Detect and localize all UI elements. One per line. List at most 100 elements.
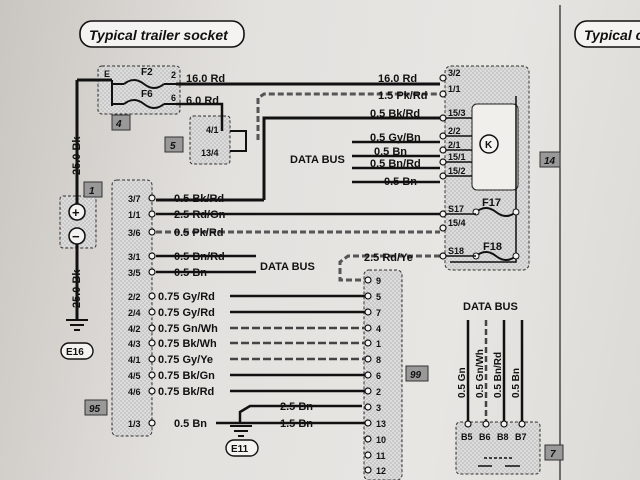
socket-number: 99 bbox=[410, 370, 422, 381]
module-left-pin-label: 4/1 bbox=[128, 355, 141, 365]
module-right-pin-node bbox=[439, 90, 447, 98]
fusebox-terminal-e: E bbox=[104, 69, 110, 79]
fusebox-number: 4 bbox=[115, 119, 122, 130]
fusebox: E F2 F6 2 6 bbox=[97, 65, 181, 115]
fuse-f18-label: F18 bbox=[483, 241, 502, 253]
trailer-socket bbox=[363, 269, 403, 480]
module-left-wire-label: 0.75 Gn/Wh bbox=[158, 323, 218, 335]
module-right-pin-label: 2/1 bbox=[448, 140, 461, 150]
wire-05gybn-label: 0.5 Gy/Bn bbox=[370, 132, 421, 144]
connector-wire-label: 0.5 Bn/Rd bbox=[493, 352, 504, 398]
socket-pin-label: 2 bbox=[376, 387, 381, 397]
module-left-pin-node bbox=[148, 228, 156, 236]
socket-pin-label: 8 bbox=[376, 355, 381, 365]
socket-number-tag bbox=[405, 365, 429, 382]
wire-6rd bbox=[176, 102, 224, 131]
earth-top-symbol bbox=[66, 319, 88, 331]
module-right-pin-label: 2/2 bbox=[448, 126, 461, 136]
module-left-wire-label: 0.75 Bk/Rd bbox=[158, 386, 214, 398]
fuse-f2-label: F2 bbox=[141, 67, 153, 78]
earth-e11-box bbox=[225, 439, 259, 457]
module-right-number-tag bbox=[539, 151, 561, 168]
relay-pin-b: 13/4 bbox=[201, 148, 219, 158]
module-left-wire-label: 0.5 Bk/Rd bbox=[174, 193, 224, 205]
module-left-wire-label: 0.5 Bn bbox=[174, 418, 207, 430]
module-left-pin-node bbox=[148, 210, 156, 218]
module-left-pin-node bbox=[148, 387, 156, 395]
module-left-wire-label: 2.5 Rd/Gn bbox=[174, 209, 226, 221]
wire-6rd-label: 6.0 Rd bbox=[186, 95, 219, 107]
fuse-f6-label: F6 bbox=[141, 89, 153, 100]
socket-pin-node bbox=[364, 292, 372, 300]
socket-pin-node bbox=[364, 466, 372, 474]
earth-e16-box bbox=[60, 342, 94, 360]
module-right-pin-label: 3/2 bbox=[448, 68, 461, 78]
module-left-wire-label: 0.5 Pk/Rd bbox=[174, 227, 224, 239]
connector-pin-node bbox=[518, 420, 526, 428]
socket-pin-node bbox=[364, 339, 372, 347]
module-left-pin-node bbox=[148, 419, 156, 427]
module-left-wire-label: 0.5 Bn/Rd bbox=[174, 251, 225, 263]
module-left-pin-label: 4/5 bbox=[128, 371, 141, 381]
socket-pin-label: 9 bbox=[376, 276, 381, 286]
battery-plus: + bbox=[72, 205, 80, 220]
socket-pin-node bbox=[364, 451, 372, 459]
connector-right bbox=[455, 421, 541, 475]
wire-25bk-bottom: 25.0 Bk bbox=[71, 269, 83, 308]
module-left-pin-node bbox=[148, 371, 156, 379]
socket-pin-node bbox=[364, 371, 372, 379]
wire-05bn-b-label: 0.5 Bn bbox=[384, 176, 417, 188]
module-right-pin-node bbox=[439, 252, 447, 260]
battery-number-tag bbox=[83, 181, 103, 198]
socket-pin-label: 1 bbox=[376, 339, 381, 349]
module-right-pin-label: S18 bbox=[448, 246, 464, 256]
socket-pin-node bbox=[364, 419, 372, 427]
battery-number: 1 bbox=[89, 186, 95, 197]
socket-pin-label: 5 bbox=[376, 292, 381, 302]
module-left-pin-label: 4/3 bbox=[128, 339, 141, 349]
socket-pin-label: 12 bbox=[376, 466, 386, 476]
data-bus-top-label: DATA BUS bbox=[290, 154, 345, 166]
page-title-right: Typical c bbox=[584, 27, 640, 43]
connector-pin-label: B5 bbox=[461, 432, 473, 442]
module-right-pin-label: S17 bbox=[448, 204, 464, 214]
module-left-pin-node bbox=[148, 324, 156, 332]
battery-minus: − bbox=[72, 229, 80, 244]
connector-wire-label: 0.5 Bn bbox=[511, 368, 522, 398]
module-left-wire-label: 0.75 Bk/Gn bbox=[158, 370, 215, 382]
data-bus-right-label: DATA BUS bbox=[463, 301, 518, 313]
module-left-wire-label: 0.75 Gy/Ye bbox=[158, 354, 213, 366]
module-left-pin-label: 3/5 bbox=[128, 268, 141, 278]
module-left-pin-label: 2/4 bbox=[128, 308, 141, 318]
module-left-pin-node bbox=[148, 268, 156, 276]
module-right-pin-label: 15/4 bbox=[448, 218, 466, 228]
relay-number-tag bbox=[164, 136, 184, 153]
module-left bbox=[111, 179, 153, 437]
k-symbol-label: K bbox=[485, 140, 493, 151]
fusebox-pin-2: 2 bbox=[171, 70, 176, 80]
module-left-pin-label: 3/1 bbox=[128, 252, 141, 262]
connector-pin-node bbox=[500, 420, 508, 428]
relay-pin-a: 4/1 bbox=[206, 125, 219, 135]
wire-25rdye bbox=[338, 254, 440, 282]
module-right-pin-node bbox=[439, 74, 447, 82]
wire-16rd-left-label: 16.0 Rd bbox=[186, 73, 225, 85]
module-right-number: 14 bbox=[544, 156, 556, 167]
module-right-pin-label: 15/2 bbox=[448, 166, 466, 176]
module-left-pin-label: 1/3 bbox=[128, 419, 141, 429]
module-right-pin-label: 1/1 bbox=[448, 84, 461, 94]
fusebox-number-tag bbox=[111, 114, 131, 131]
wire-16rd-right-label: 16.0 Rd bbox=[378, 73, 417, 85]
k-symbol bbox=[479, 134, 499, 154]
wire-05bkrd-top bbox=[262, 116, 440, 200]
connector-switch-symbol bbox=[478, 457, 520, 467]
module-left-pin-node bbox=[148, 339, 156, 347]
socket-pin-node bbox=[364, 355, 372, 363]
wire-25bn-label: 2.5 Bn bbox=[280, 401, 313, 413]
wire-05bnrd-label: 0.5 Bn/Rd bbox=[370, 158, 421, 170]
page-title: Typical trailer socket bbox=[89, 27, 229, 43]
socket-pin-node bbox=[364, 403, 372, 411]
module-right-pin-label: 15/1 bbox=[448, 152, 466, 162]
wire-15pkrd-label: 1.5 Pk/Rd bbox=[378, 90, 428, 102]
fusebox-pin-6: 6 bbox=[171, 93, 176, 103]
